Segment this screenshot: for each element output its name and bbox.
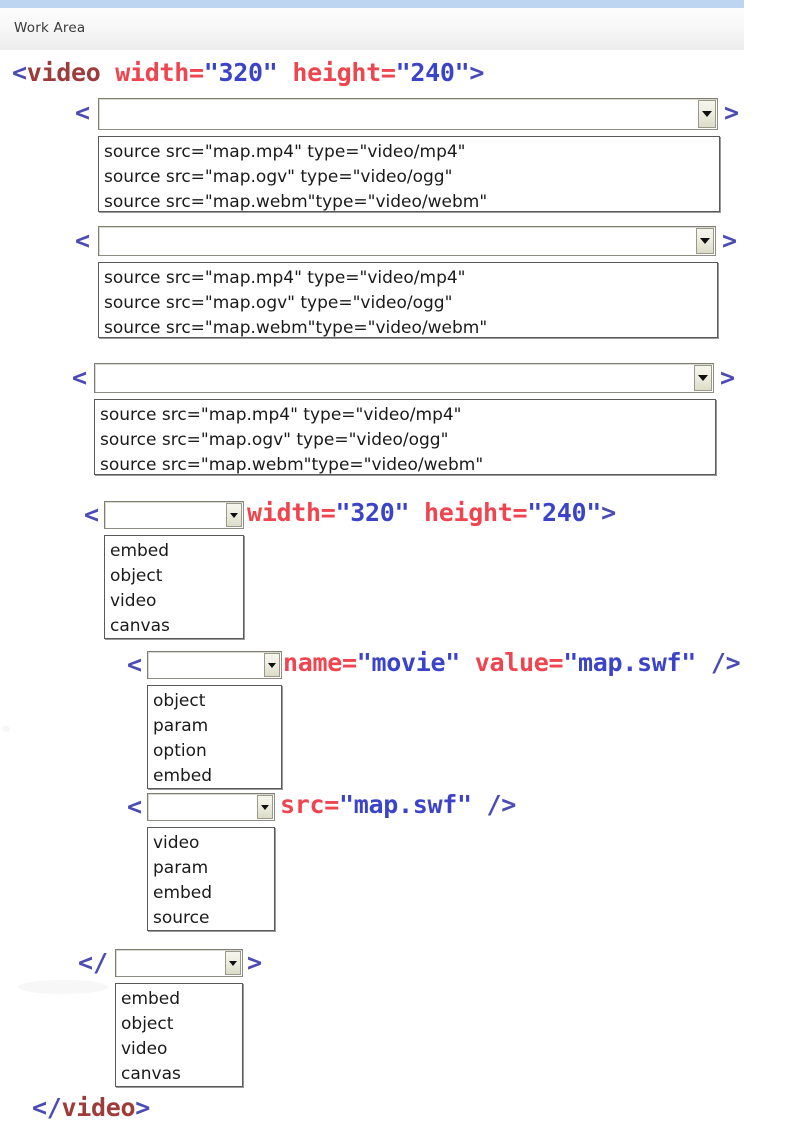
row7-angle-open-slash: </ [78, 948, 109, 977]
list-item[interactable]: param [153, 716, 209, 736]
work-area-header-bar [0, 8, 744, 50]
tag-name-video: video [61, 1093, 136, 1122]
element-select-5-options[interactable]: object param option embed [147, 685, 282, 789]
list-item[interactable]: param [153, 858, 209, 878]
element-select-6-options[interactable]: video param embed source [147, 827, 275, 931]
attr-value: value= [460, 648, 564, 677]
row6-angle-open: < [127, 792, 143, 821]
list-item[interactable]: video [153, 833, 200, 853]
row2-angle-close: > [722, 226, 738, 255]
angle-bracket-close: > [601, 498, 616, 527]
element-select-6[interactable] [147, 793, 275, 821]
element-select-5[interactable] [147, 651, 282, 679]
source-select-2-options[interactable]: source src="map.mp4" type="video/mp4" so… [98, 262, 718, 338]
list-item[interactable]: object [121, 1014, 174, 1034]
scan-artifact [2, 726, 10, 732]
code-line-4-tail: width="320" height="240"> [247, 498, 616, 527]
source-select-1[interactable] [98, 98, 718, 130]
source-select-3[interactable] [94, 363, 714, 393]
list-item[interactable]: source src="map.webm"type="video/webm" [100, 455, 484, 475]
list-item[interactable]: video [110, 591, 157, 611]
row4-angle-open: < [84, 500, 100, 529]
list-item[interactable]: source src="map.webm"type="video/webm" [104, 318, 488, 338]
element-select-4[interactable] [104, 501, 244, 529]
work-area-title: Work Area [14, 20, 86, 36]
chevron-down-icon[interactable] [225, 951, 241, 975]
list-item[interactable]: option [153, 741, 207, 761]
row2-angle-open: < [75, 226, 91, 255]
code-line-open-video: <video width="320" height="240"> [12, 58, 484, 87]
attr-height-value: "240" [527, 498, 602, 527]
attr-value-value: "map.swf" [563, 648, 697, 677]
code-line-5-tail: name="movie" value="map.swf" /> [283, 648, 741, 677]
list-item[interactable]: source src="map.webm"type="video/webm" [104, 192, 488, 212]
row7-angle-close: > [247, 948, 263, 977]
list-item[interactable]: source src="map.mp4" type="video/mp4" [104, 142, 466, 162]
chevron-down-icon[interactable] [698, 100, 716, 128]
list-item[interactable]: source src="map.ogv" type="video/ogg" [100, 430, 449, 450]
self-closing-bracket: /> [471, 790, 517, 819]
attr-src-value: "map.swf" [339, 790, 472, 819]
code-line-6-tail: src="map.swf" /> [280, 790, 516, 819]
list-item[interactable]: source src="map.ogv" type="video/ogg" [104, 293, 453, 313]
attr-width: width= [100, 58, 204, 87]
attr-width-value: "320" [203, 58, 278, 87]
angle-bracket-open: < [12, 58, 27, 87]
list-item[interactable]: embed [110, 541, 170, 561]
row3-angle-close: > [720, 363, 736, 392]
attr-width-value: "320" [335, 498, 410, 527]
source-select-1-options[interactable]: source src="map.mp4" type="video/mp4" so… [98, 136, 720, 212]
list-item[interactable]: canvas [121, 1064, 181, 1084]
attr-height: height= [277, 58, 396, 87]
attr-name: name= [283, 648, 357, 677]
chevron-down-icon[interactable] [694, 365, 712, 391]
code-work-area: <video width="320" height="240"> < > sou… [0, 50, 788, 1128]
list-item[interactable]: source src="map.ogv" type="video/ogg" [104, 167, 453, 187]
list-item[interactable]: canvas [110, 616, 170, 636]
chevron-down-icon[interactable] [264, 653, 280, 677]
tag-name-video: video [26, 58, 101, 87]
attr-height-value: "240" [395, 58, 470, 87]
chevron-down-icon[interactable] [696, 228, 714, 254]
element-select-7-options[interactable]: embed object video canvas [115, 983, 243, 1087]
list-item[interactable]: video [121, 1039, 168, 1059]
list-item[interactable]: embed [153, 883, 213, 903]
attr-name-value: "movie" [356, 648, 461, 677]
source-select-3-options[interactable]: source src="map.mp4" type="video/mp4" so… [94, 399, 716, 475]
list-item[interactable]: source [153, 908, 210, 928]
source-select-2[interactable] [98, 226, 716, 256]
code-line-close-video: </video> [32, 1093, 150, 1122]
angle-bracket-close: > [135, 1093, 151, 1122]
list-item[interactable]: object [153, 691, 206, 711]
list-item[interactable]: source src="map.mp4" type="video/mp4" [100, 405, 462, 425]
list-item[interactable]: object [110, 566, 163, 586]
row5-angle-open: < [127, 650, 143, 679]
angle-bracket-open-slash: </ [32, 1093, 62, 1122]
row3-angle-open: < [72, 363, 88, 392]
row1-angle-open: < [75, 98, 91, 127]
element-select-4-options[interactable]: embed object video canvas [104, 535, 244, 639]
chevron-down-icon[interactable] [257, 795, 273, 819]
list-item[interactable]: embed [121, 989, 181, 1009]
angle-bracket-close: > [469, 58, 485, 87]
window-accent-strip [0, 0, 744, 8]
self-closing-bracket: /> [696, 648, 741, 677]
attr-src: src= [280, 790, 340, 819]
list-item[interactable]: source src="map.mp4" type="video/mp4" [104, 268, 466, 288]
list-item[interactable]: embed [153, 766, 213, 786]
attr-width: width= [247, 498, 336, 527]
element-select-7[interactable] [115, 949, 243, 977]
row1-angle-close: > [724, 98, 740, 127]
attr-height: height= [409, 498, 528, 527]
scan-artifact [18, 980, 108, 994]
chevron-down-icon[interactable] [226, 503, 242, 527]
